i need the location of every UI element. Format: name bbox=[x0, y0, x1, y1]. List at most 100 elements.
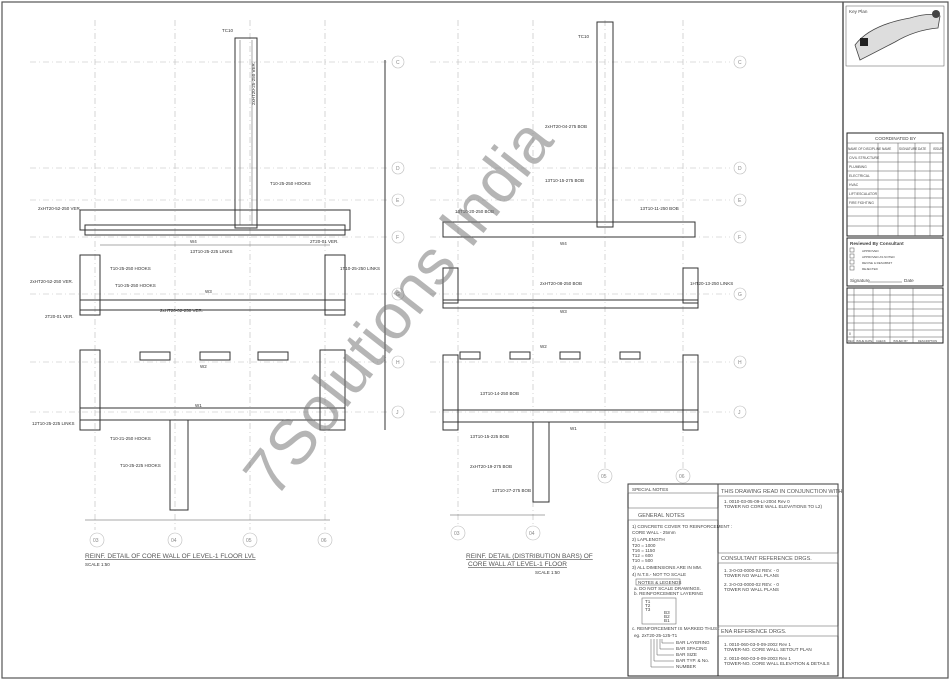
column-header: CHECK bbox=[876, 339, 886, 343]
rebar-label: T10-25-250 HOOKS bbox=[270, 181, 311, 186]
layer-label: B1 bbox=[664, 618, 670, 623]
left-core-wall-plan: C D E F G H J 03 04 05 06 TC10 2xHT20-25 bbox=[30, 20, 405, 567]
wall-label: W1 bbox=[570, 426, 577, 431]
layer-label: T2 bbox=[645, 603, 651, 608]
note-item: CORE WALL - 25mm bbox=[632, 530, 676, 535]
right-drawing-title-2: CORE WALL AT LEVEL-1 FLOOR bbox=[468, 561, 567, 568]
ref-item: TOWER NO CORE WALL ELEVATIONS TO L2) bbox=[724, 504, 822, 509]
ref-item: TOWER-NO. CORE WALL SETOUT PLAN bbox=[724, 647, 812, 652]
approval-checkbox[interactable] bbox=[849, 247, 855, 253]
grid-col-label: 06 bbox=[321, 538, 327, 544]
column-header: NAME OF DISCIPLINE bbox=[848, 147, 881, 151]
key-plan-outline bbox=[854, 14, 941, 61]
grid-row-label: G bbox=[738, 292, 742, 298]
column-header: NAME bbox=[882, 147, 891, 151]
left-drawing-title: REINF. DETAIL OF CORE WALL OF LEVEL-1 FL… bbox=[85, 553, 256, 560]
grid-row-label: E bbox=[738, 198, 742, 204]
wall-label: W4 bbox=[190, 239, 197, 244]
consultant-title: CONSULTANT REFERENCE DRGS. bbox=[721, 556, 812, 562]
rebar-label: T10-25-250 HOOKS bbox=[110, 266, 151, 271]
column-header: REV. bbox=[848, 339, 854, 343]
grid-row-label: C bbox=[396, 60, 400, 66]
ref-item: TOWER-NO. CORE WALL ELEVATION & DETAILS bbox=[724, 661, 830, 666]
key-plan-label: Key Plan bbox=[849, 9, 868, 14]
signature-label: Signature bbox=[850, 278, 870, 283]
grid-row-label: D bbox=[738, 166, 742, 172]
approval-checkbox[interactable] bbox=[849, 253, 855, 259]
row-bubbles: C D E F G H J 03 04 05 06 bbox=[89, 55, 405, 548]
rebar-label: 2xHT20-19-275 BOB bbox=[470, 464, 512, 469]
rebar-label: T10-21-250 HOOKS bbox=[110, 436, 151, 441]
wall-label: W4 bbox=[560, 241, 567, 246]
grid-row-label: F bbox=[396, 235, 399, 241]
ref-item: TOWER NO WALL PLANS bbox=[724, 587, 779, 592]
grid-col-label: 06 bbox=[679, 474, 685, 480]
grid-row-label: H bbox=[396, 360, 400, 366]
marking-part: BAR SPACING bbox=[676, 646, 707, 651]
grid-col-label: 04 bbox=[171, 538, 177, 544]
reviewed-title: Reviewed By Consultant bbox=[850, 241, 904, 246]
special-notes-title: SPECIAL NOTES bbox=[632, 487, 668, 492]
rebar-label: 13T10-14-250 BOB bbox=[480, 391, 519, 396]
grid-col-label: 05 bbox=[246, 538, 252, 544]
ref-item: TOWER NO WALL PLANS bbox=[724, 573, 779, 578]
rebar-label: 2xHT20-08-250 BOB bbox=[540, 281, 582, 286]
grid-row-label: C bbox=[738, 60, 742, 66]
grid-col-label: 04 bbox=[529, 531, 535, 537]
rebar-label: 2xHT20-02-250 VER. bbox=[160, 308, 203, 313]
revision-number: 0 bbox=[849, 332, 851, 336]
marking-part: BAR SIZE bbox=[676, 652, 697, 657]
grid-row-label: G bbox=[396, 292, 400, 298]
coordinated-by-table: COORDINATED BY NAME OF DISCIPLINE NAME S… bbox=[846, 132, 944, 237]
rebar-label: 13T10-11-250 BOB bbox=[640, 206, 679, 211]
column-header: ISSUED BY bbox=[893, 339, 908, 343]
general-notes-list: 1) CONCRETE COVER TO REINFORCEMENT : COR… bbox=[632, 524, 732, 669]
grid-row-label: J bbox=[738, 410, 741, 416]
rebar-label: 13T10-27-275 BOB bbox=[492, 488, 531, 493]
layer-label: B2 bbox=[664, 614, 670, 619]
rebar-label: 1HT20-13-250 LINKS bbox=[690, 281, 733, 286]
rebar-label: 2xHT20-25-250 VER. bbox=[251, 62, 256, 105]
note-item: 4) N.T.S.- NOT TO SCALE bbox=[632, 572, 686, 577]
rebar-label: 2xHT20-04-275 BOB bbox=[545, 124, 587, 129]
marking-part: NUMBER bbox=[676, 664, 697, 669]
rebar-label: T10-25-250 HOOKS bbox=[115, 283, 156, 288]
grid-col-label: 03 bbox=[454, 531, 460, 537]
wall-label: W2 bbox=[540, 344, 547, 349]
rebar-label: 1T10-25-250 LINKS bbox=[340, 266, 380, 271]
grid-row-label: F bbox=[738, 235, 741, 241]
key-plan: Key Plan bbox=[845, 5, 945, 67]
marking-part: BAR TYP. & No. bbox=[676, 658, 709, 663]
notes-block: SPECIAL NOTES GENERAL NOTES 1) CONCRETE … bbox=[627, 483, 842, 677]
coordinated-by-title: COORDINATED BY bbox=[875, 136, 916, 141]
rebar-label: 12T10-25-225 LINKS bbox=[32, 421, 75, 426]
note-item: T20 = 1000 bbox=[632, 543, 656, 548]
column-tag: TC10 bbox=[578, 34, 590, 39]
discipline-row: CIVIL STRUCTURE bbox=[849, 156, 880, 160]
rebar-label: 13T10-25-225 LINKS bbox=[190, 249, 233, 254]
wall-label: W3 bbox=[560, 309, 567, 314]
approval-option: APPROVED AS NOTED bbox=[862, 255, 896, 259]
rebar-label: T10-25-225 HOOKS bbox=[120, 463, 161, 468]
right-distribution-bars-plan: C D E F G H J 03 04 05 06 TC10 2xHT20-04… bbox=[430, 20, 747, 575]
wall-label: W3 bbox=[205, 289, 212, 294]
wall-label: W1 bbox=[195, 403, 202, 408]
column-header: DATE bbox=[918, 147, 926, 151]
discipline-row: PLUMBING bbox=[849, 165, 867, 169]
rebar-callouts-right: 2xHT20-04-275 BOB 13T10-15-275 BOB 13T10… bbox=[455, 124, 733, 493]
note-item: b. REINFORCEMENT LAYERING bbox=[634, 591, 704, 596]
note-item: T10 = 500 bbox=[632, 558, 653, 563]
ref-item: 1. 0010-03-05-09-LI-2004 Rev 0 bbox=[724, 499, 790, 504]
discipline-row: LIFT/ESCALATOR bbox=[849, 192, 878, 196]
note-item: 2) LAPLENGTH bbox=[632, 537, 665, 542]
approval-checkbox[interactable] bbox=[849, 265, 855, 271]
grid-row-label: E bbox=[396, 198, 400, 204]
rebar-label: 2xHT20-52-250 VER. bbox=[30, 279, 73, 284]
grid-row-label: J bbox=[396, 410, 399, 416]
column-header: ISSUE bbox=[933, 147, 943, 151]
note-item: T12 = 600 bbox=[632, 553, 653, 558]
approval-checkbox[interactable] bbox=[849, 259, 855, 265]
note-item: 1) CONCRETE COVER TO REINFORCEMENT : bbox=[632, 524, 732, 529]
